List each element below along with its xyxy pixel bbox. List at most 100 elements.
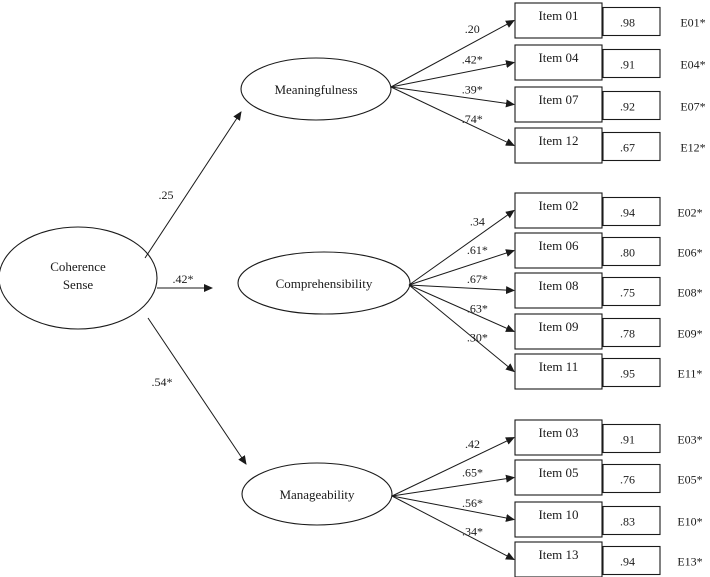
- comprehensibility-label: Comprehensibility: [276, 276, 373, 291]
- residual-box-05: [602, 463, 661, 494]
- item-box-07: [514, 86, 603, 123]
- residual-box-01: [602, 6, 661, 37]
- residual-value-09: .78: [620, 327, 635, 341]
- loading-arrow-item-04: [390, 60, 515, 88]
- residual-value-04: .91: [620, 58, 635, 72]
- item-label-01: Item 01: [538, 8, 578, 23]
- item-label-08: Item 08: [538, 278, 578, 293]
- residual-box-04: [602, 48, 661, 79]
- error-label-08: E08*: [677, 286, 702, 300]
- item-box-13: [514, 541, 603, 577]
- coherence-sense-label: Sense: [63, 277, 94, 292]
- loading-arrow-item-02: [408, 209, 515, 286]
- error-label-07: E07*: [680, 100, 705, 114]
- comprehensibility-node: [237, 251, 411, 315]
- error-label-03: E03*: [677, 433, 702, 447]
- item-box-09: [514, 313, 603, 350]
- item-box-01: [514, 2, 603, 39]
- path-arrow-manageability: [147, 317, 247, 465]
- error-label-10: E10*: [677, 515, 702, 529]
- path-coefficient-manageability: .54*: [152, 375, 173, 389]
- residual-box-11: [602, 357, 661, 388]
- residual-box-03: [602, 423, 661, 454]
- residual-box-06: [602, 236, 661, 267]
- meaningfulness-node: [240, 57, 392, 121]
- residual-box-10: [602, 505, 661, 536]
- item-box-08: [514, 272, 603, 309]
- loading-label-item-11: .30*: [467, 330, 488, 344]
- error-label-04: E04*: [680, 58, 705, 72]
- item-label-13: Item 13: [538, 547, 578, 562]
- error-label-12: E12*: [680, 141, 705, 155]
- residual-value-01: .98: [620, 16, 635, 30]
- loading-arrow-item-11: [408, 284, 515, 373]
- residual-box-02: [602, 196, 661, 227]
- error-label-11: E11*: [678, 367, 703, 381]
- loading-label-item-10: .56*: [462, 496, 483, 510]
- loading-label-item-07: .39*: [462, 83, 483, 97]
- manageability-label: Manageability: [279, 487, 355, 502]
- loading-label-item-08: .67*: [467, 272, 488, 286]
- residual-value-02: .94: [620, 206, 635, 220]
- meaningfulness-label: Meaningfulness: [274, 82, 357, 97]
- item-label-02: Item 02: [538, 198, 578, 213]
- loading-label-item-12: .74*: [462, 112, 483, 126]
- residual-value-10: .83: [620, 515, 635, 529]
- item-box-02: [514, 192, 603, 229]
- loading-arrow-item-10: [391, 495, 515, 522]
- path-arrow-meaningfulness: [144, 111, 242, 259]
- error-label-01: E01*: [680, 16, 705, 30]
- loading-arrow-item-13: [391, 495, 515, 560]
- item-box-12: [514, 127, 603, 164]
- item-box-04: [514, 44, 603, 81]
- loading-label-item-01: .20: [465, 22, 480, 36]
- loading-arrow-item-08: [408, 284, 515, 295]
- residual-value-06: .80: [620, 246, 635, 260]
- residual-value-12: .67: [620, 141, 635, 155]
- loading-arrow-item-03: [391, 437, 515, 497]
- item-box-05: [514, 459, 603, 496]
- residual-value-08: .75: [620, 286, 635, 300]
- item-label-06: Item 06: [538, 238, 579, 253]
- item-label-10: Item 10: [538, 507, 578, 522]
- loading-label-item-09: .63*: [467, 301, 488, 315]
- residual-box-09: [602, 317, 661, 348]
- coherence-sense-node: [0, 226, 158, 330]
- path-coefficient-comprehensibility: .42*: [173, 272, 194, 286]
- item-label-11: Item 11: [539, 359, 579, 374]
- residual-box-13: [602, 545, 661, 576]
- loading-label-item-06: .61*: [467, 243, 488, 257]
- item-label-09: Item 09: [538, 319, 578, 334]
- residual-value-07: .92: [620, 100, 635, 114]
- loading-label-item-13: .34*: [462, 525, 483, 539]
- item-box-10: [514, 501, 603, 538]
- residual-value-13: .94: [620, 555, 635, 569]
- loading-arrow-item-01: [390, 20, 515, 88]
- residual-box-07: [602, 90, 661, 121]
- item-label-07: Item 07: [538, 92, 579, 107]
- loading-label-item-03: .42: [465, 437, 480, 451]
- manageability-node: [241, 462, 393, 526]
- item-label-04: Item 04: [538, 50, 579, 65]
- error-label-02: E02*: [677, 206, 702, 220]
- loading-arrow-item-09: [408, 284, 515, 332]
- loading-arrow-item-07: [390, 86, 515, 108]
- residual-value-11: .95: [620, 367, 635, 381]
- loading-label-item-05: .65*: [462, 466, 483, 480]
- item-label-05: Item 05: [538, 465, 578, 480]
- residual-value-05: .76: [620, 473, 635, 487]
- residual-value-03: .91: [620, 433, 635, 447]
- residual-box-08: [602, 276, 661, 307]
- residual-box-12: [602, 131, 661, 162]
- error-label-06: E06*: [677, 246, 702, 260]
- item-label-03: Item 03: [538, 425, 578, 440]
- error-label-05: E05*: [677, 473, 702, 487]
- path-coefficient-meaningfulness: .25: [159, 188, 174, 202]
- error-label-13: E13*: [677, 555, 702, 569]
- item-label-12: Item 12: [538, 133, 578, 148]
- loading-arrow-item-05: [391, 474, 515, 497]
- loading-arrow-item-06: [408, 249, 515, 286]
- loading-label-item-04: .42*: [462, 52, 483, 66]
- loading-label-item-02: .34: [470, 214, 485, 228]
